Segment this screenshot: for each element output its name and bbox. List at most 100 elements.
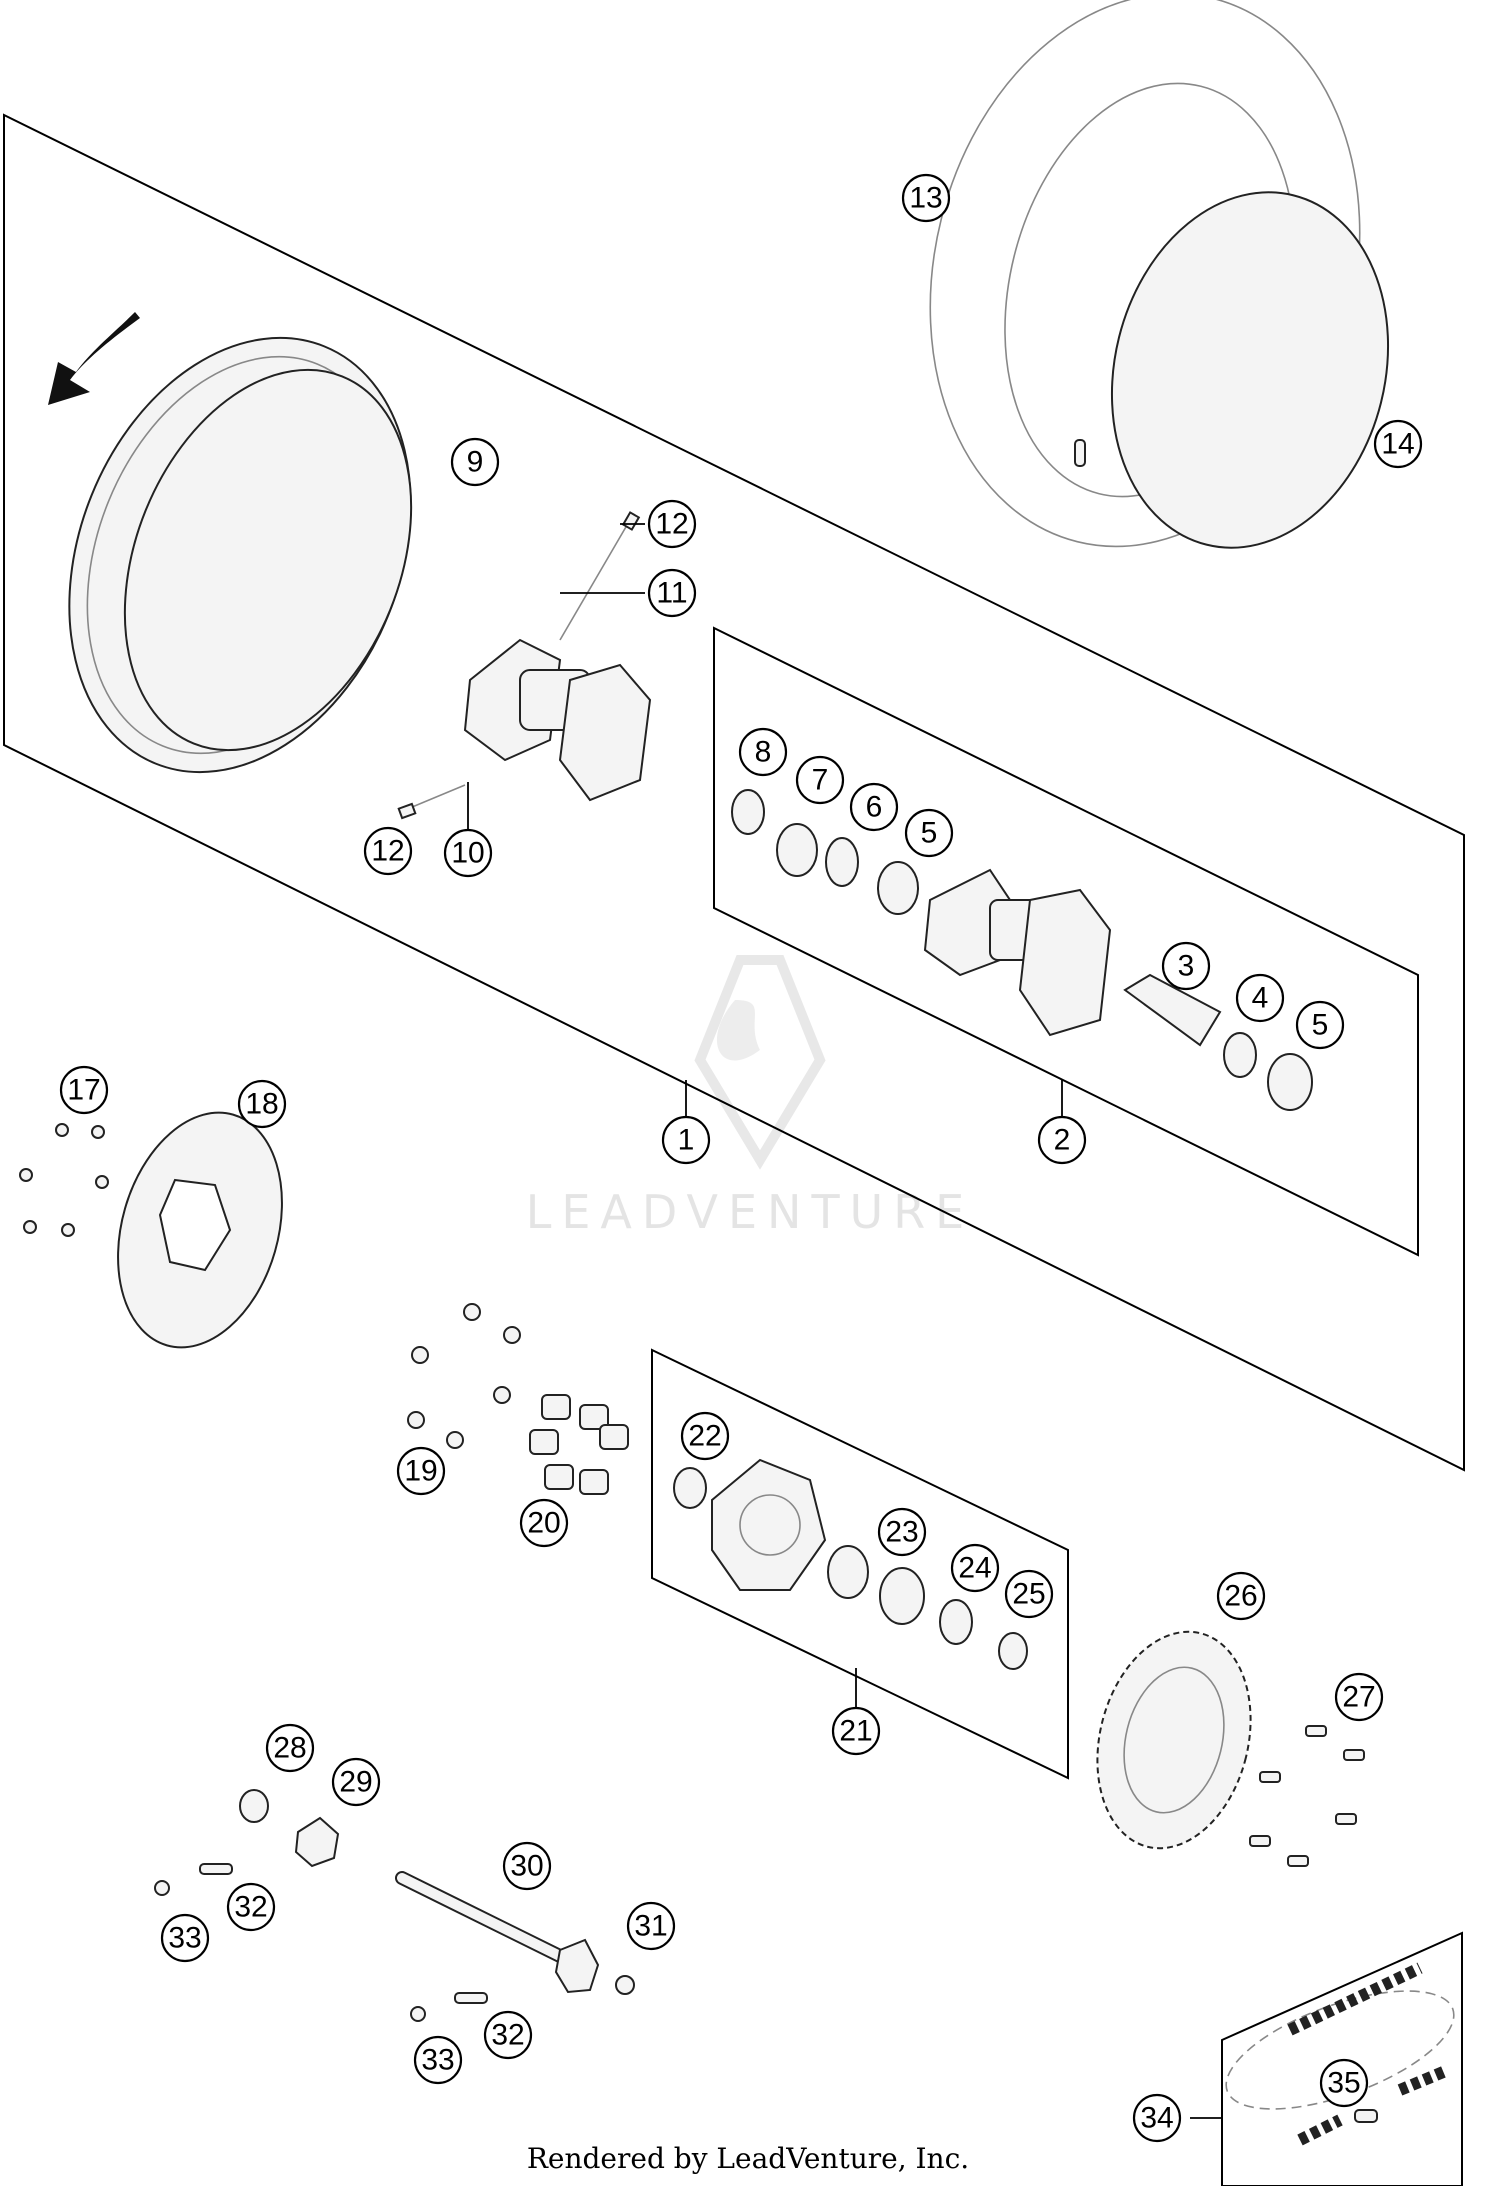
callout-13: 13 <box>901 173 951 223</box>
callout-4-label: 4 <box>1252 982 1269 1015</box>
callout-13-label: 13 <box>909 182 942 215</box>
disc-screw-parts <box>19 1123 109 1237</box>
callout-23-label: 23 <box>885 1516 918 1549</box>
callout-5b-label: 5 <box>1312 1009 1329 1042</box>
callout-5a-label: 5 <box>921 817 938 850</box>
callout-3: 3 <box>1161 941 1211 991</box>
callout-35-label: 35 <box>1327 2067 1360 2100</box>
callout-25-label: 25 <box>1012 1578 1045 1611</box>
callout-32a-label: 32 <box>234 1891 267 1924</box>
callout-9-label: 9 <box>467 446 484 479</box>
callout-2: 2 <box>1037 1115 1087 1165</box>
callout-4: 4 <box>1235 973 1285 1023</box>
callout-1: 1 <box>661 1115 711 1165</box>
callout-10: 10 <box>443 828 493 878</box>
callout-34: 34 <box>1132 2093 1182 2143</box>
render-credit: Rendered by LeadVenture, Inc. <box>527 2142 969 2175</box>
collar-nut-parts <box>407 1303 521 1449</box>
callout-31-label: 31 <box>634 1910 667 1943</box>
rim-part <box>68 336 413 774</box>
assembly-1-frame <box>3 113 1465 1472</box>
callout-2-label: 2 <box>1054 1124 1071 1157</box>
chain-kit-frame <box>1221 1931 1463 2186</box>
callout-33b: 33 <box>413 2035 463 2085</box>
callout-35: 35 <box>1319 2058 1369 2108</box>
callout-24: 24 <box>950 1543 1000 1593</box>
callout-32b: 32 <box>483 2010 533 2060</box>
watermark-text: LEADVENTURE <box>526 1185 975 1239</box>
hub-body-part <box>923 868 1112 1037</box>
hub-part <box>463 638 652 802</box>
callout-22: 22 <box>680 1411 730 1461</box>
callout-27: 27 <box>1334 1672 1384 1722</box>
sprocket-bolt-parts <box>1249 1725 1365 1867</box>
callout-19: 19 <box>396 1446 446 1496</box>
callout-6-label: 6 <box>866 791 883 824</box>
rim-tape-part <box>1074 191 1390 549</box>
callout-12a-label: 12 <box>655 508 688 541</box>
spacer-part <box>1123 973 1222 1047</box>
callout-28-label: 28 <box>273 1732 306 1765</box>
callout-26-label: 26 <box>1224 1580 1257 1613</box>
callout-33a: 33 <box>160 1913 210 1963</box>
sprocket-carrier-part <box>711 1458 827 1591</box>
callout-28: 28 <box>265 1723 315 1773</box>
damper-rubber-parts <box>529 1394 629 1495</box>
callout-24-label: 24 <box>958 1552 991 1585</box>
callout-7-label: 7 <box>812 764 829 797</box>
rear-sprocket-part <box>1096 1630 1252 1850</box>
callout-31: 31 <box>626 1901 676 1951</box>
callout-12a: 12 <box>647 499 697 549</box>
callout-17: 17 <box>59 1065 109 1115</box>
callout-25: 25 <box>1004 1569 1054 1619</box>
callout-26: 26 <box>1216 1571 1266 1621</box>
callout-33a-label: 33 <box>168 1922 201 1955</box>
callout-3-label: 3 <box>1178 950 1195 983</box>
callout-11: 11 <box>647 568 697 618</box>
callout-18-label: 18 <box>245 1088 278 1121</box>
chain-adjuster-part <box>294 1816 340 1868</box>
callout-8: 8 <box>738 727 788 777</box>
spoke-nipple-parts <box>397 511 641 820</box>
callout-6: 6 <box>849 782 899 832</box>
rotation-arrow-icon <box>48 312 140 405</box>
watermark: LEADVENTURE <box>526 955 975 1239</box>
callout-29-label: 29 <box>339 1766 372 1799</box>
callout-20-label: 20 <box>527 1507 560 1540</box>
assembly-21-frame <box>651 1348 1069 1780</box>
carrier-bearing-parts <box>673 1467 1028 1670</box>
callout-21: 21 <box>831 1706 881 1756</box>
callout-27-label: 27 <box>1342 1681 1375 1714</box>
callout-5b: 5 <box>1295 1000 1345 1050</box>
axle-part <box>395 1871 600 1994</box>
callout-12b: 12 <box>363 826 413 876</box>
callout-20: 20 <box>519 1498 569 1548</box>
callout-1-label: 1 <box>678 1124 695 1157</box>
callout-7: 7 <box>795 755 845 805</box>
lock-nut-parts <box>154 1880 426 2022</box>
callout-11-label: 11 <box>656 577 687 610</box>
assembly-2-frame <box>713 626 1419 1257</box>
callout-30: 30 <box>502 1841 552 1891</box>
callout-14: 14 <box>1373 419 1423 469</box>
callout-14-label: 14 <box>1381 428 1414 461</box>
callout-30-label: 30 <box>510 1850 543 1883</box>
axle-nut-part <box>239 1789 269 1823</box>
callout-18: 18 <box>237 1079 287 1129</box>
callout-34-label: 34 <box>1140 2102 1173 2135</box>
callout-32a: 32 <box>226 1882 276 1932</box>
callout-23: 23 <box>877 1507 927 1557</box>
axle-cap-part <box>615 1975 635 1995</box>
callout-32b-label: 32 <box>491 2019 524 2052</box>
chain-part <box>1225 1962 1455 2146</box>
callout-5a: 5 <box>904 808 954 858</box>
callout-21-label: 21 <box>839 1715 872 1748</box>
callout-9: 9 <box>450 437 500 487</box>
callout-12b-label: 12 <box>371 835 404 868</box>
bearing-parts <box>731 789 1313 1111</box>
callout-19-label: 19 <box>404 1455 437 1488</box>
brake-disc-part <box>117 1111 283 1349</box>
callout-29: 29 <box>331 1757 381 1807</box>
callout-22-label: 22 <box>688 1420 721 1453</box>
